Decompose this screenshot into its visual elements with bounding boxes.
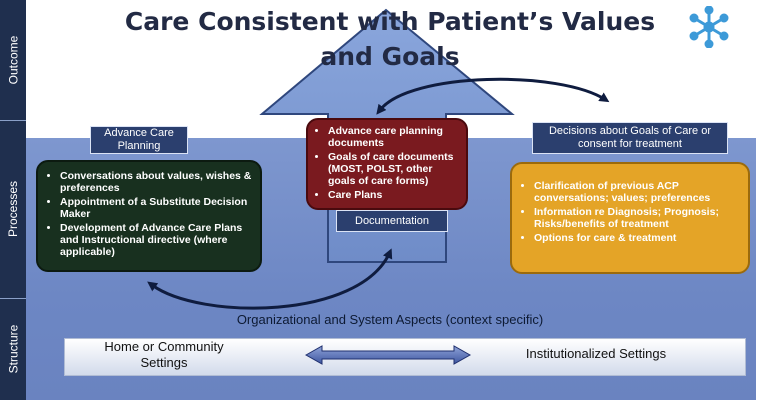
- institutional-settings-label: Institutionalized Settings: [525, 346, 667, 361]
- conversations-box: Conversations about values, wishes & pre…: [36, 160, 262, 272]
- decisions-box: Clarification of previous ACP conversati…: [510, 162, 750, 274]
- curved-arrow-bottom: [147, 248, 393, 310]
- curved-arrow-top: [376, 77, 610, 115]
- page-title: Care Consistent with Patient’s Values an…: [124, 7, 656, 71]
- home-settings-label: Home or Community Settings: [104, 339, 224, 370]
- list-item: Clarification of previous ACP conversati…: [534, 180, 740, 204]
- list-item: Conversations about values, wishes & pre…: [60, 170, 252, 194]
- snowflake-icon: [689, 6, 729, 48]
- double-arrow-icon: [304, 345, 472, 365]
- list-item: Care Plans: [328, 189, 460, 201]
- band-divider: [0, 298, 26, 299]
- list-item: Advance care planning documents: [328, 125, 460, 149]
- label-documentation: Documentation: [336, 210, 448, 232]
- documentation-box: Advance care planning documents Goals of…: [306, 118, 468, 210]
- level-band: [0, 0, 26, 400]
- list-item: Information re Diagnosis; Prognosis; Ris…: [534, 206, 740, 230]
- list-item: Development of Advance Care Plans and In…: [60, 222, 252, 258]
- label-decisions: Decisions about Goals of Care or consent…: [532, 122, 728, 154]
- list-item: Options for care & treatment: [534, 232, 740, 244]
- organizational-label: Organizational and System Aspects (conte…: [236, 312, 544, 327]
- label-advance-care-planning: Advance Care Planning: [90, 126, 188, 154]
- list-item: Appointment of a Substitute Decision Mak…: [60, 196, 252, 220]
- list-item: Goals of care documents (MOST, POLST, ot…: [328, 151, 460, 187]
- band-divider: [0, 120, 26, 121]
